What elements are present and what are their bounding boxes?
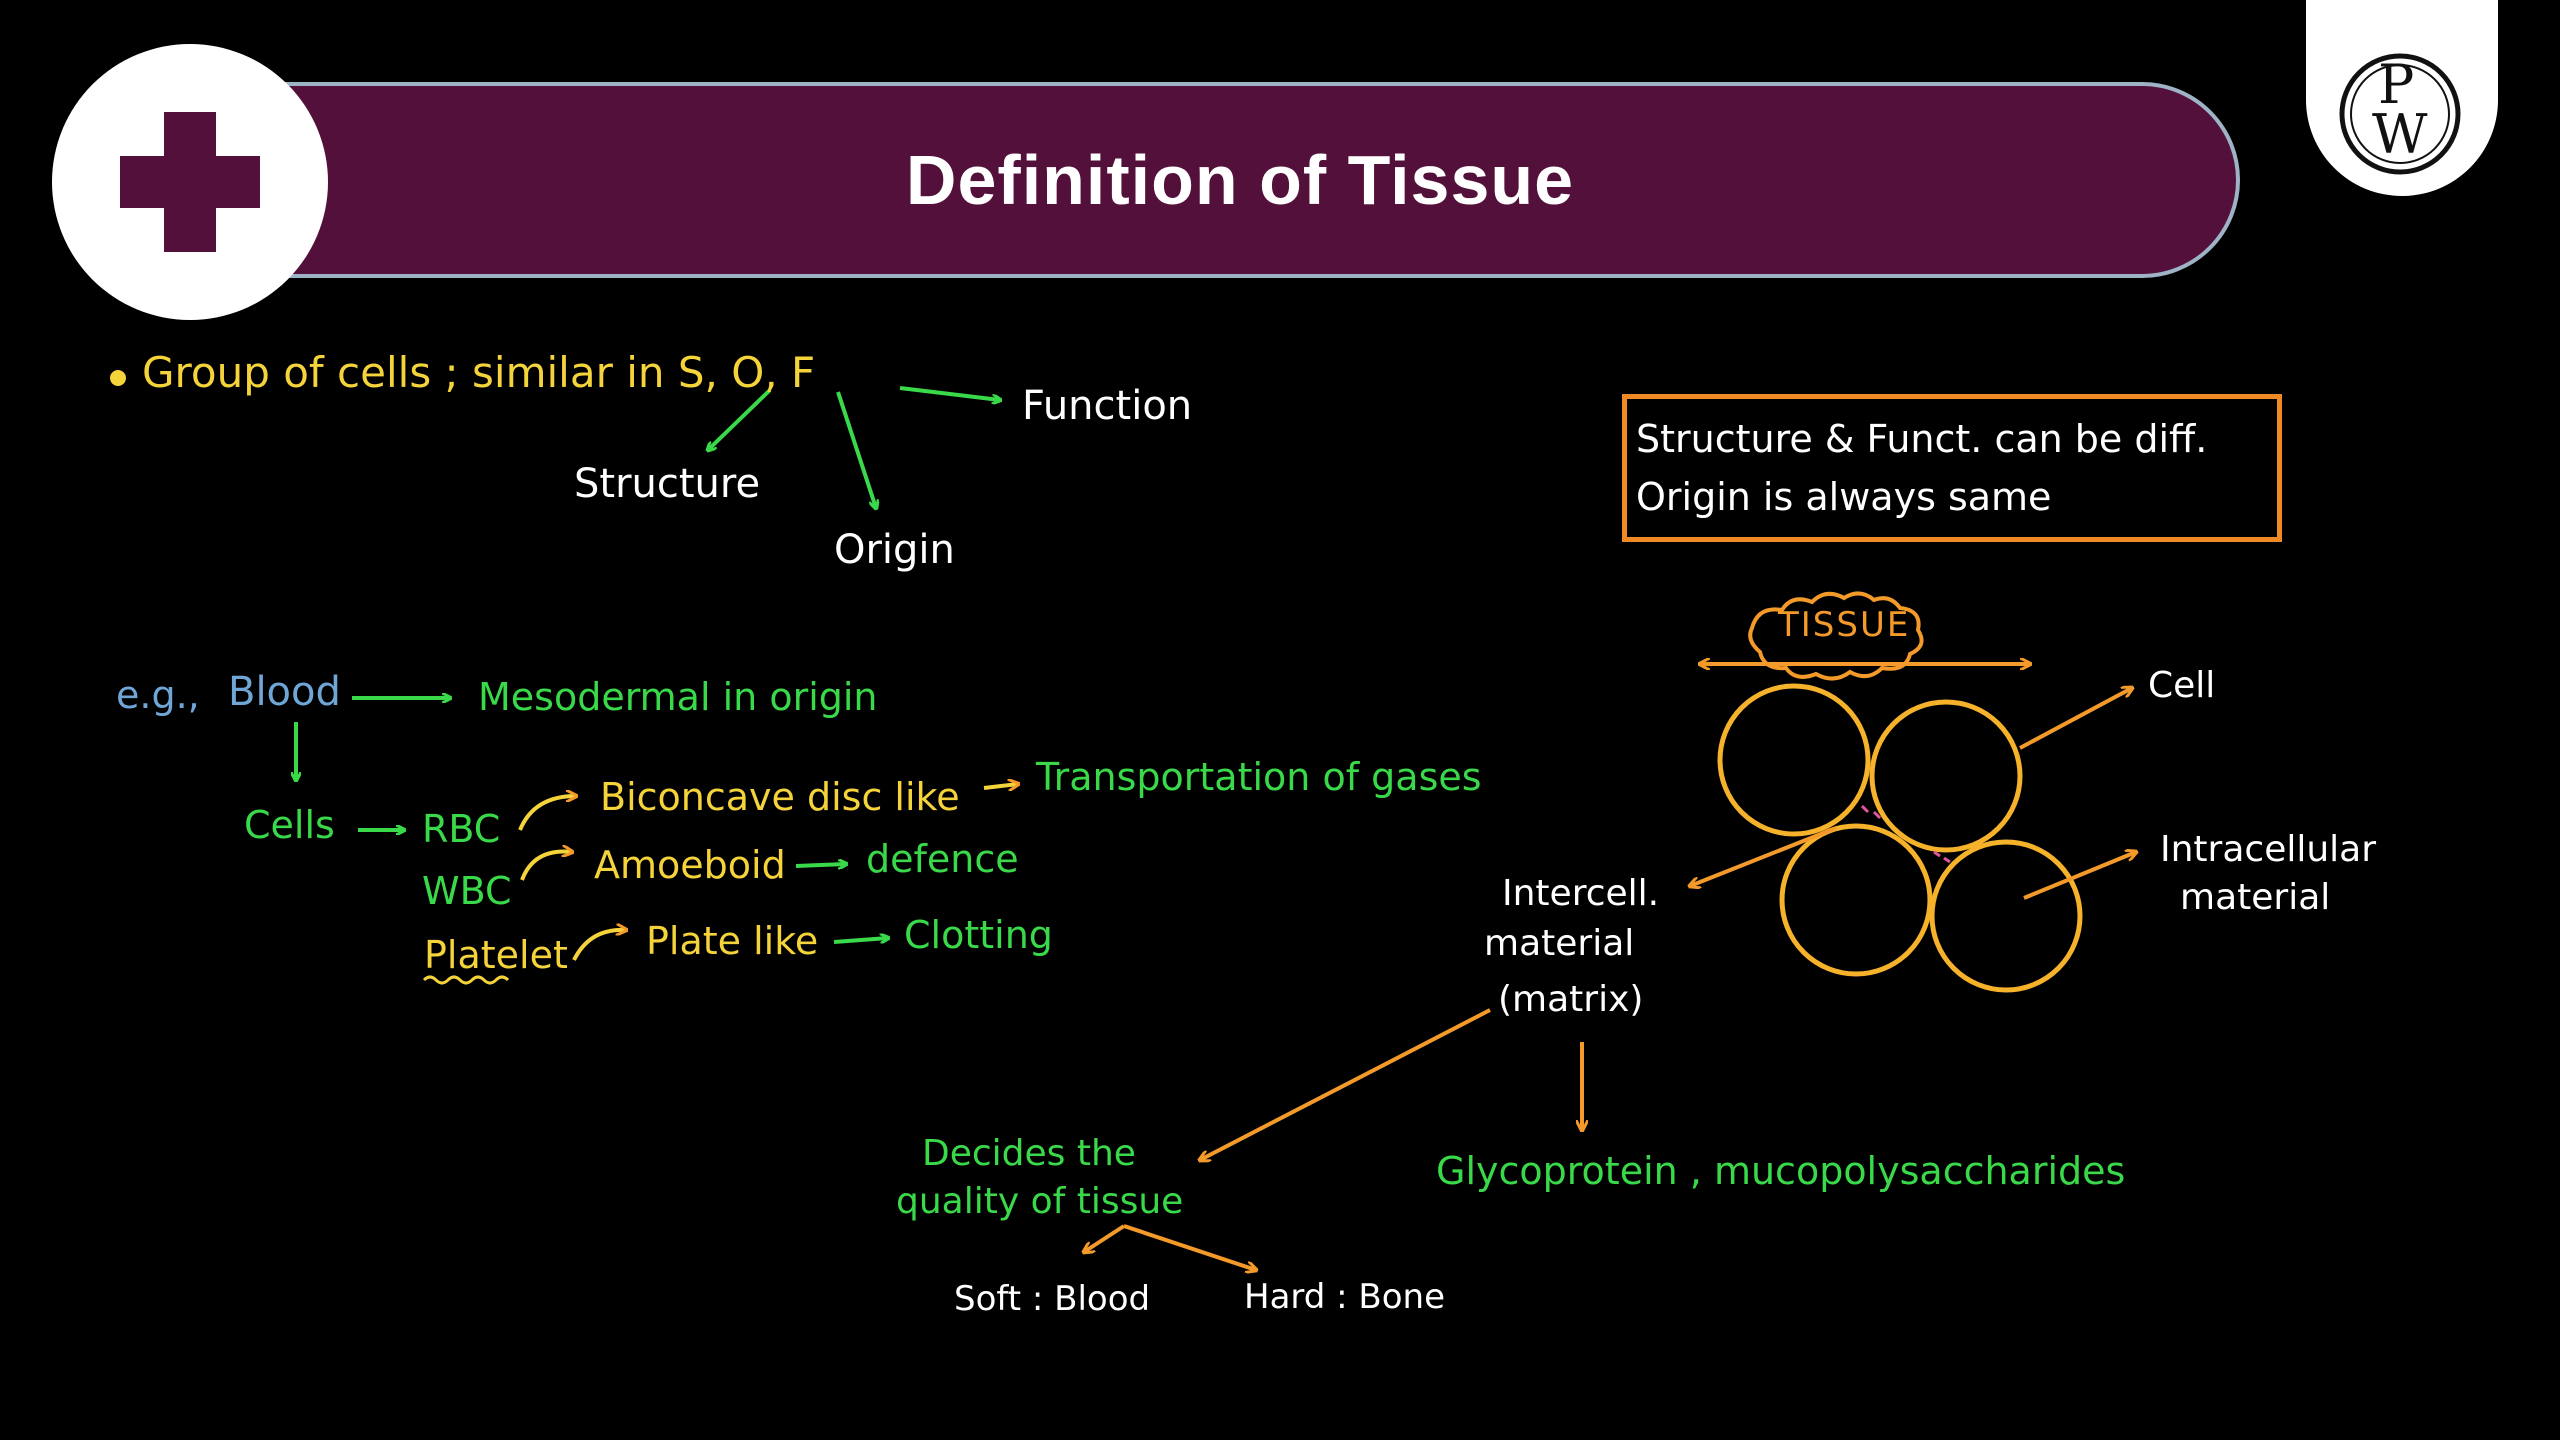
note-line-1: Structure & Funct. can be diff. xyxy=(1636,417,2208,461)
wbc-role: defence xyxy=(866,837,1019,881)
title-banner: Definition of Tissue xyxy=(240,82,2240,278)
cell-label: Cell xyxy=(2148,665,2216,706)
definition-line: Group of cells ; similar in S, O, F xyxy=(142,348,816,397)
cell-circles xyxy=(1717,683,2083,993)
intercell-label-line3: (matrix) xyxy=(1498,979,1644,1020)
structure-label: Structure xyxy=(574,461,761,507)
bullet-dot xyxy=(110,370,126,386)
cell-wbc: WBC xyxy=(422,869,512,913)
example-prefix: e.g., xyxy=(116,673,200,717)
rbc-shape: Biconcave disc like xyxy=(600,775,960,819)
wbc-shape: Amoeboid xyxy=(594,843,786,887)
intercell-label-line1: Intercell. xyxy=(1502,873,1660,914)
cells-label: Cells xyxy=(244,803,335,847)
note-box xyxy=(1622,394,2282,542)
composition-text: Glycoprotein , mucopolysaccharides xyxy=(1436,1149,2126,1193)
example-subject: Blood xyxy=(228,669,341,715)
note-line-2: Origin is always same xyxy=(1636,475,2052,519)
tissue-label: TISSUE xyxy=(1778,605,1911,645)
rbc-role: Transportation of gases xyxy=(1036,755,1482,799)
intracellular-label-line1: Intracellular xyxy=(2160,829,2377,870)
quality-line-2: quality of tissue xyxy=(896,1181,1184,1222)
medical-cross-icon-bar xyxy=(120,156,260,208)
intracellular-label-line2: material xyxy=(2180,877,2331,918)
cell-platelet: Platelet xyxy=(424,933,568,977)
page-title: Definition of Tissue xyxy=(905,141,1575,219)
cell-rbc: RBC xyxy=(422,807,501,851)
pw-logo-letter-w: W xyxy=(2372,103,2428,166)
origin-text: Mesodermal in origin xyxy=(478,675,878,719)
intercell-label-line2: material xyxy=(1484,923,1635,964)
pw-logo-letter-p: P xyxy=(2378,53,2415,116)
hard-example: Hard : Bone xyxy=(1244,1277,1446,1317)
soft-example: Soft : Blood xyxy=(954,1279,1151,1319)
function-label: Function xyxy=(1022,383,1193,429)
platelet-role: Clotting xyxy=(904,913,1053,957)
pw-logo-icon xyxy=(2339,53,2461,175)
quality-line-1: Decides the xyxy=(922,1133,1136,1174)
origin-label: Origin xyxy=(834,527,955,573)
platelet-shape: Plate like xyxy=(646,919,819,963)
